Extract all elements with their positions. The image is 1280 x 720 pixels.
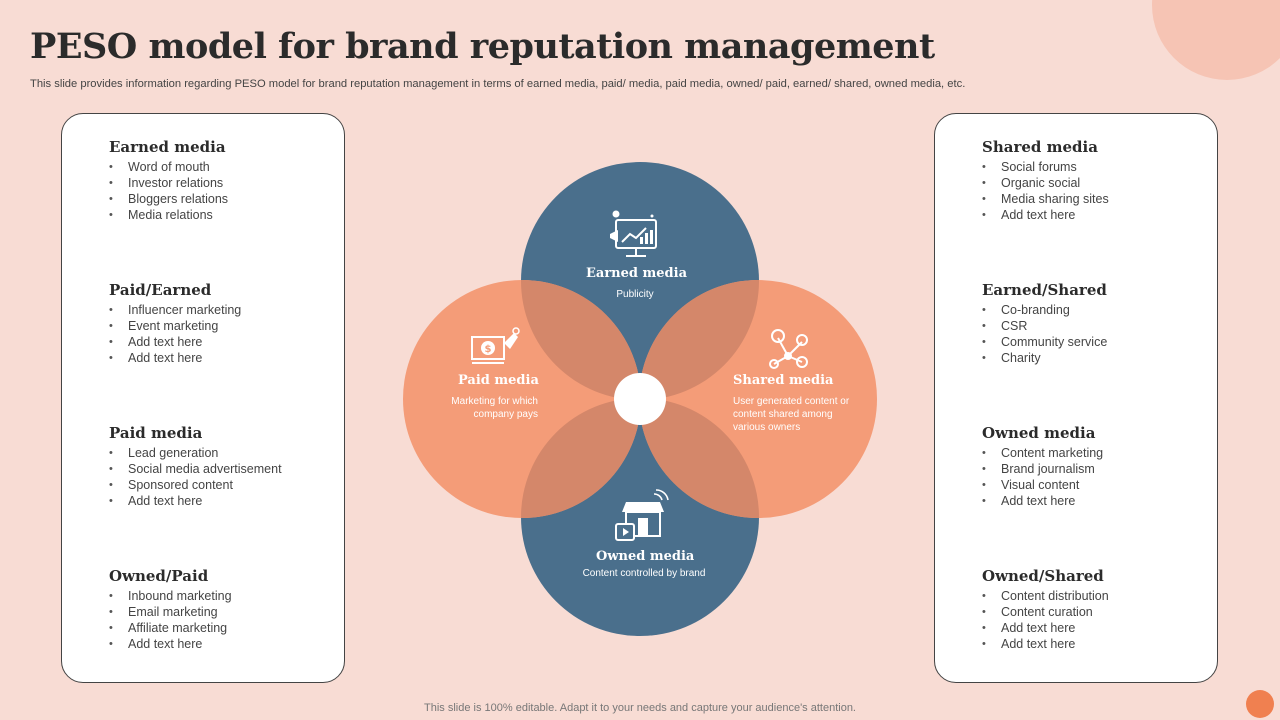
group-list: Content marketing Brand journalism Visua… [982, 445, 1103, 509]
left-panel: Earned media Word of mouth Investor rela… [61, 113, 345, 683]
list-item: Charity [982, 350, 1107, 366]
shared-media-desc: User generated content or content shared… [733, 396, 850, 433]
page-title: PESO model for brand reputation manageme… [30, 26, 935, 67]
list-item: Co-branding [982, 302, 1107, 318]
list-item: Media sharing sites [982, 191, 1109, 207]
group-list: Influencer marketing Event marketing Add… [109, 302, 241, 366]
list-item: Inbound marketing [109, 588, 232, 604]
group-shared-media: Shared media Social forums Organic socia… [982, 138, 1109, 223]
footer-note: This slide is 100% editable. Adapt it to… [424, 702, 856, 714]
group-title: Earned/Shared [982, 281, 1107, 299]
monitor-chart-icon [610, 210, 657, 257]
list-item: Add text here [109, 493, 282, 509]
group-list: Social forums Organic social Media shari… [982, 159, 1109, 223]
right-panel: Shared media Social forums Organic socia… [934, 113, 1218, 683]
list-item: Add text here [982, 636, 1109, 652]
list-item: Add text here [109, 334, 241, 350]
group-owned-media: Owned media Content marketing Brand jour… [982, 424, 1103, 509]
center-circle [614, 373, 666, 425]
list-item: Bloggers relations [109, 191, 228, 207]
svg-text:$: $ [485, 344, 492, 355]
list-item: Lead generation [109, 445, 282, 461]
group-list: Lead generation Social media advertiseme… [109, 445, 282, 509]
list-item: CSR [982, 318, 1107, 334]
list-item: Social media advertisement [109, 461, 282, 477]
corner-decoration [1152, 0, 1280, 80]
list-item: Email marketing [109, 604, 232, 620]
money-megaphone-icon: $ [471, 327, 520, 364]
group-title: Owned/Shared [982, 567, 1104, 585]
group-list: Content distribution Content curation Ad… [982, 588, 1109, 652]
group-title: Shared media [982, 138, 1098, 156]
list-item: Investor relations [109, 175, 228, 191]
list-item: Event marketing [109, 318, 241, 334]
paid-media-title: Paid media [458, 373, 539, 388]
earned-media-title: Earned media [586, 266, 687, 281]
group-paid-earned: Paid/Earned Influencer marketing Event m… [109, 281, 241, 366]
list-item: Add text here [982, 620, 1109, 636]
list-item: Content curation [982, 604, 1109, 620]
group-title: Earned media [109, 138, 226, 156]
earned-media-desc: Publicity [616, 289, 654, 300]
group-title: Owned/Paid [109, 567, 209, 585]
group-title: Owned media [982, 424, 1096, 442]
group-owned-shared: Owned/Shared Content distribution Conten… [982, 567, 1109, 652]
list-item: Community service [982, 334, 1107, 350]
group-list: Inbound marketing Email marketing Affili… [109, 588, 232, 652]
page-subtitle: This slide provides information regardin… [30, 78, 966, 90]
group-list: Word of mouth Investor relations Blogger… [109, 159, 228, 223]
group-list: Co-branding CSR Community service Charit… [982, 302, 1107, 366]
list-item: Content marketing [982, 445, 1103, 461]
list-item: Social forums [982, 159, 1109, 175]
share-network-icon [769, 329, 808, 369]
list-item: Affiliate marketing [109, 620, 232, 636]
group-owned-paid: Owned/Paid Inbound marketing Email marke… [109, 567, 232, 652]
store-video-icon [615, 489, 669, 541]
shared-media-title: Shared media [733, 373, 834, 388]
group-earned-media: Earned media Word of mouth Investor rela… [109, 138, 228, 223]
list-item: Brand journalism [982, 461, 1103, 477]
owned-media-title: Owned media [596, 549, 695, 564]
list-item: Organic social [982, 175, 1109, 191]
group-paid-media: Paid media Lead generation Social media … [109, 424, 282, 509]
list-item: Add text here [982, 207, 1109, 223]
list-item: Influencer marketing [109, 302, 241, 318]
owned-media-desc: Content controlled by brand [582, 568, 706, 579]
list-item: Add text here [982, 493, 1103, 509]
group-title: Paid/Earned [109, 281, 212, 299]
footer-dot-decoration [1246, 690, 1274, 718]
list-item: Add text here [109, 350, 241, 366]
group-title: Paid media [109, 424, 203, 442]
list-item: Add text here [109, 636, 232, 652]
group-earned-shared: Earned/Shared Co-branding CSR Community … [982, 281, 1107, 366]
list-item: Word of mouth [109, 159, 228, 175]
paid-media-desc: Marketing for which company pays [451, 396, 538, 420]
list-item: Visual content [982, 477, 1103, 493]
list-item: Media relations [109, 207, 228, 223]
peso-venn-diagram: Earned media Publicity $ Paid media Mark… [400, 158, 880, 640]
venn-shapes [403, 162, 877, 636]
list-item: Content distribution [982, 588, 1109, 604]
list-item: Sponsored content [109, 477, 282, 493]
